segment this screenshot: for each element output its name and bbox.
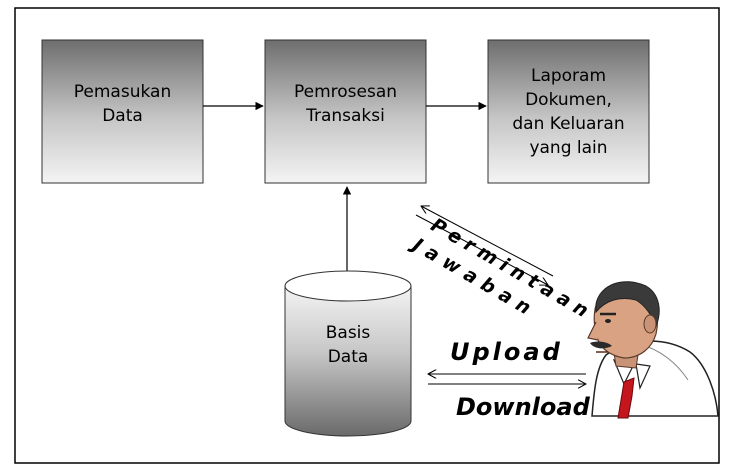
box-input: [41, 39, 204, 184]
database-cylinder: [284, 270, 412, 437]
upload-label: Upload: [450, 338, 563, 366]
outer-border: [14, 7, 720, 464]
box-process-label: Pemrosesan Transaksi: [293, 81, 398, 126]
box-output: [487, 39, 650, 184]
tie-icon: [617, 377, 635, 419]
person-illustration: [587, 281, 719, 419]
download-label: Download: [456, 393, 590, 421]
box-input-label: Pemasukan Data: [73, 81, 172, 126]
box-process: [264, 39, 427, 184]
database-label: Basis Data: [325, 323, 371, 367]
box-output-label: Laporam Dokumen, dan Keluaran yang lain: [512, 65, 625, 158]
arrow-response: [415, 214, 548, 285]
arrow-request: [421, 206, 554, 277]
